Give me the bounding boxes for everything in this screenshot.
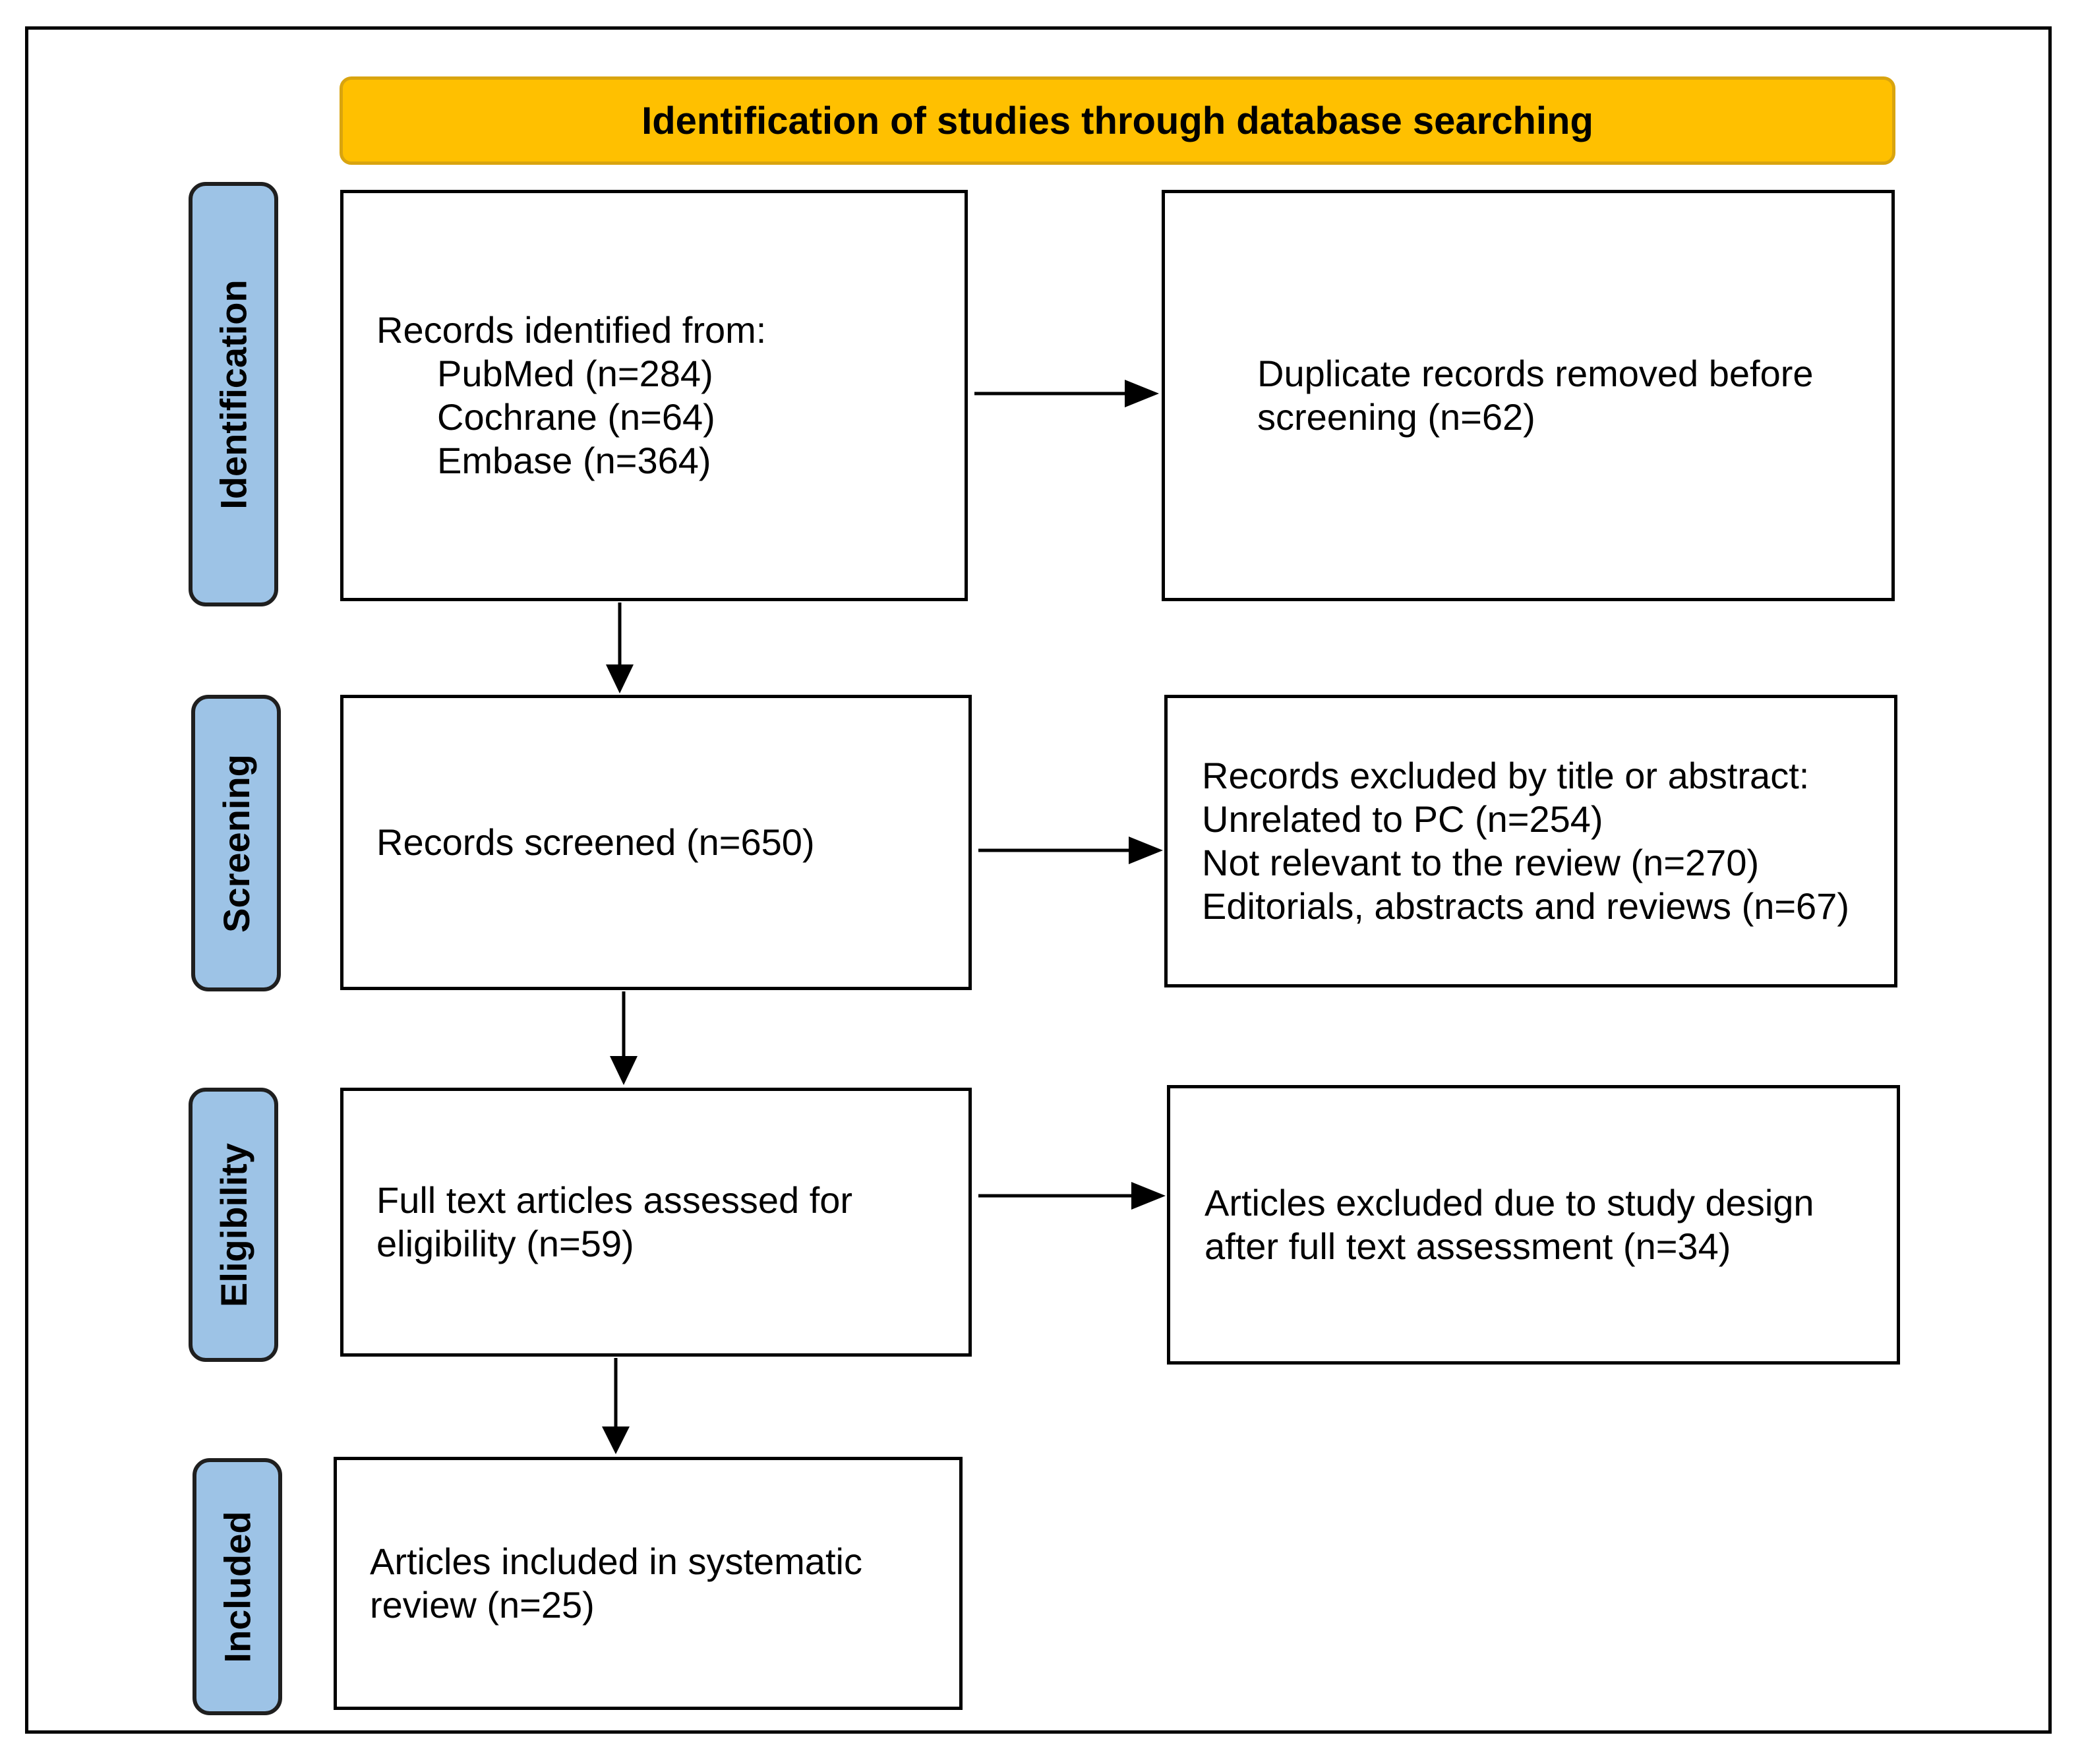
duplicates-line-1: Duplicate records removed before [1257,353,1814,394]
records-identified-title: Records identified from: [376,309,767,351]
included-line-1: Articles included in systematic [370,1541,862,1582]
excluded-title-line-1: Records excluded by title or abstract: [1202,755,1810,796]
source-pubmed: PubMed (n=284) [437,353,713,394]
phase-label-identification: Identification [212,279,254,510]
header-title: Identification of studies through databa… [641,99,1593,142]
phase-screening: Screening [191,695,281,991]
phase-eligibility: Eligibility [189,1088,278,1362]
fulltext-assessed-box: Full text articles assessed for eligibil… [340,1088,972,1357]
source-embase: Embase (n=364) [437,440,711,481]
excluded-design-line-1: Articles excluded due to study design [1205,1182,1814,1223]
phase-identification: Identification [189,182,278,606]
header-banner: Identification of studies through databa… [340,76,1895,165]
excluded-design-line-2: after full text assessment (n=34) [1205,1225,1731,1267]
phase-included: Included [193,1458,282,1715]
duplicates-line-2: screening (n=62) [1257,396,1535,438]
phase-label-screening: Screening [215,753,257,933]
excluded-title-line-3: Not relevant to the review (n=270) [1202,842,1760,883]
records-identified-box: Records identified from: PubMed (n=284) … [340,190,968,601]
fulltext-line-2: eligibility (n=59) [376,1223,634,1264]
excluded-title-abstract-box: Records excluded by title or abstract: U… [1164,695,1897,987]
phase-label-eligibility: Eligibility [212,1142,254,1307]
excluded-title-line-2: Unrelated to PC (n=254) [1202,798,1603,840]
excluded-title-line-4: Editorials, abstracts and reviews (n=67) [1202,885,1849,927]
fulltext-line-1: Full text articles assessed for [376,1179,853,1221]
phase-label-included: Included [216,1510,258,1663]
included-box: Articles included in systematic review (… [334,1457,963,1710]
duplicates-removed-box: Duplicate records removed before screeni… [1162,190,1895,601]
screened-line-1: Records screened (n=650) [376,821,815,863]
source-cochrane: Cochrane (n=64) [437,396,715,438]
figure-frame [25,26,2052,1734]
included-line-2: review (n=25) [370,1584,595,1626]
records-screened-box: Records screened (n=650) [340,695,972,990]
excluded-design-box: Articles excluded due to study design af… [1167,1085,1900,1365]
